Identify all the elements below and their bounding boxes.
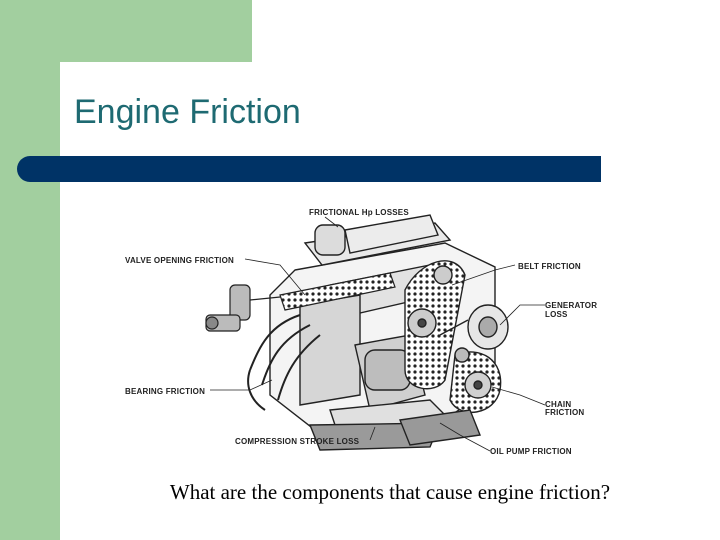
label-generator-loss-line2: LOSS — [545, 310, 568, 319]
valve-train — [205, 272, 396, 332]
leader-lines — [210, 216, 546, 452]
label-compression-stroke-loss: COMPRESSION STROKE LOSS — [235, 437, 360, 446]
label-valve-opening-friction: VALVE OPENING FRICTION — [125, 256, 234, 265]
label-belt-friction: BELT FRICTION — [518, 262, 581, 271]
exhaust-manifold — [247, 314, 321, 411]
engine-diagram: FRICTIONAL Hp LOSSES VALVE OPENING FRICT… — [100, 195, 620, 465]
green-side-band — [0, 0, 60, 540]
timing-belt — [404, 260, 466, 390]
slide-question: What are the components that cause engin… — [169, 480, 611, 504]
green-top-band — [0, 0, 252, 62]
chain-drive — [449, 347, 502, 414]
label-bearing-friction: BEARING FRICTION — [125, 387, 206, 396]
title-underline-bar — [17, 156, 601, 182]
label-frictional-hp-losses: FRICTIONAL Hp LOSSES — [309, 208, 409, 217]
label-oil-pump-friction: OIL PUMP FRICTION — [490, 447, 572, 456]
label-chain-friction-line1: CHAIN — [545, 400, 572, 409]
label-generator-loss-line1: GENERATOR — [545, 301, 598, 310]
generator — [439, 304, 509, 350]
slide-title: Engine Friction — [74, 93, 301, 131]
engine-drawing — [205, 214, 546, 452]
label-chain-friction-line2: FRICTION — [545, 408, 585, 417]
oil-pan — [399, 409, 481, 446]
